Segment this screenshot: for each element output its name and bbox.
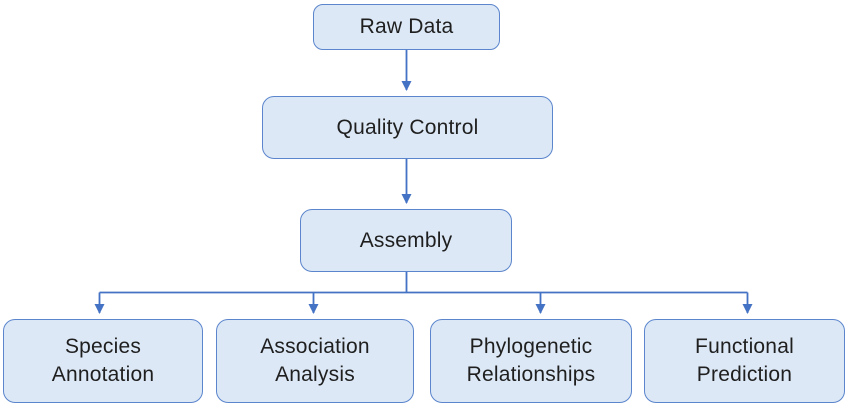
node-phylogenetic-relationships-line2: Relationships	[466, 363, 596, 386]
node-raw-data: Raw Data	[313, 4, 500, 50]
node-phylogenetic-relationships: Phylogenetic Relationships	[430, 319, 632, 403]
node-functional-prediction: Functional Prediction	[644, 319, 845, 403]
node-assembly: Assembly	[300, 209, 512, 272]
node-association-analysis-line1: Association	[260, 335, 370, 359]
node-species-annotation-line1: Species	[64, 335, 142, 359]
node-species-annotation: Species Annotation	[3, 319, 203, 403]
node-functional-prediction-line1: Functional	[695, 335, 794, 359]
node-phylogenetic-relationships-line1: Phylogenetic	[469, 335, 593, 359]
node-assembly-label: Assembly	[359, 228, 453, 252]
node-quality-control: Quality Control	[262, 96, 553, 159]
node-association-analysis-line2: Analysis	[275, 363, 355, 386]
node-raw-data-label: Raw Data	[359, 15, 454, 39]
node-functional-prediction-line2: Prediction	[696, 363, 793, 386]
node-species-annotation-line2: Annotation	[51, 363, 155, 386]
node-quality-control-label: Quality Control	[336, 115, 479, 139]
node-association-analysis: Association Analysis	[216, 319, 414, 403]
